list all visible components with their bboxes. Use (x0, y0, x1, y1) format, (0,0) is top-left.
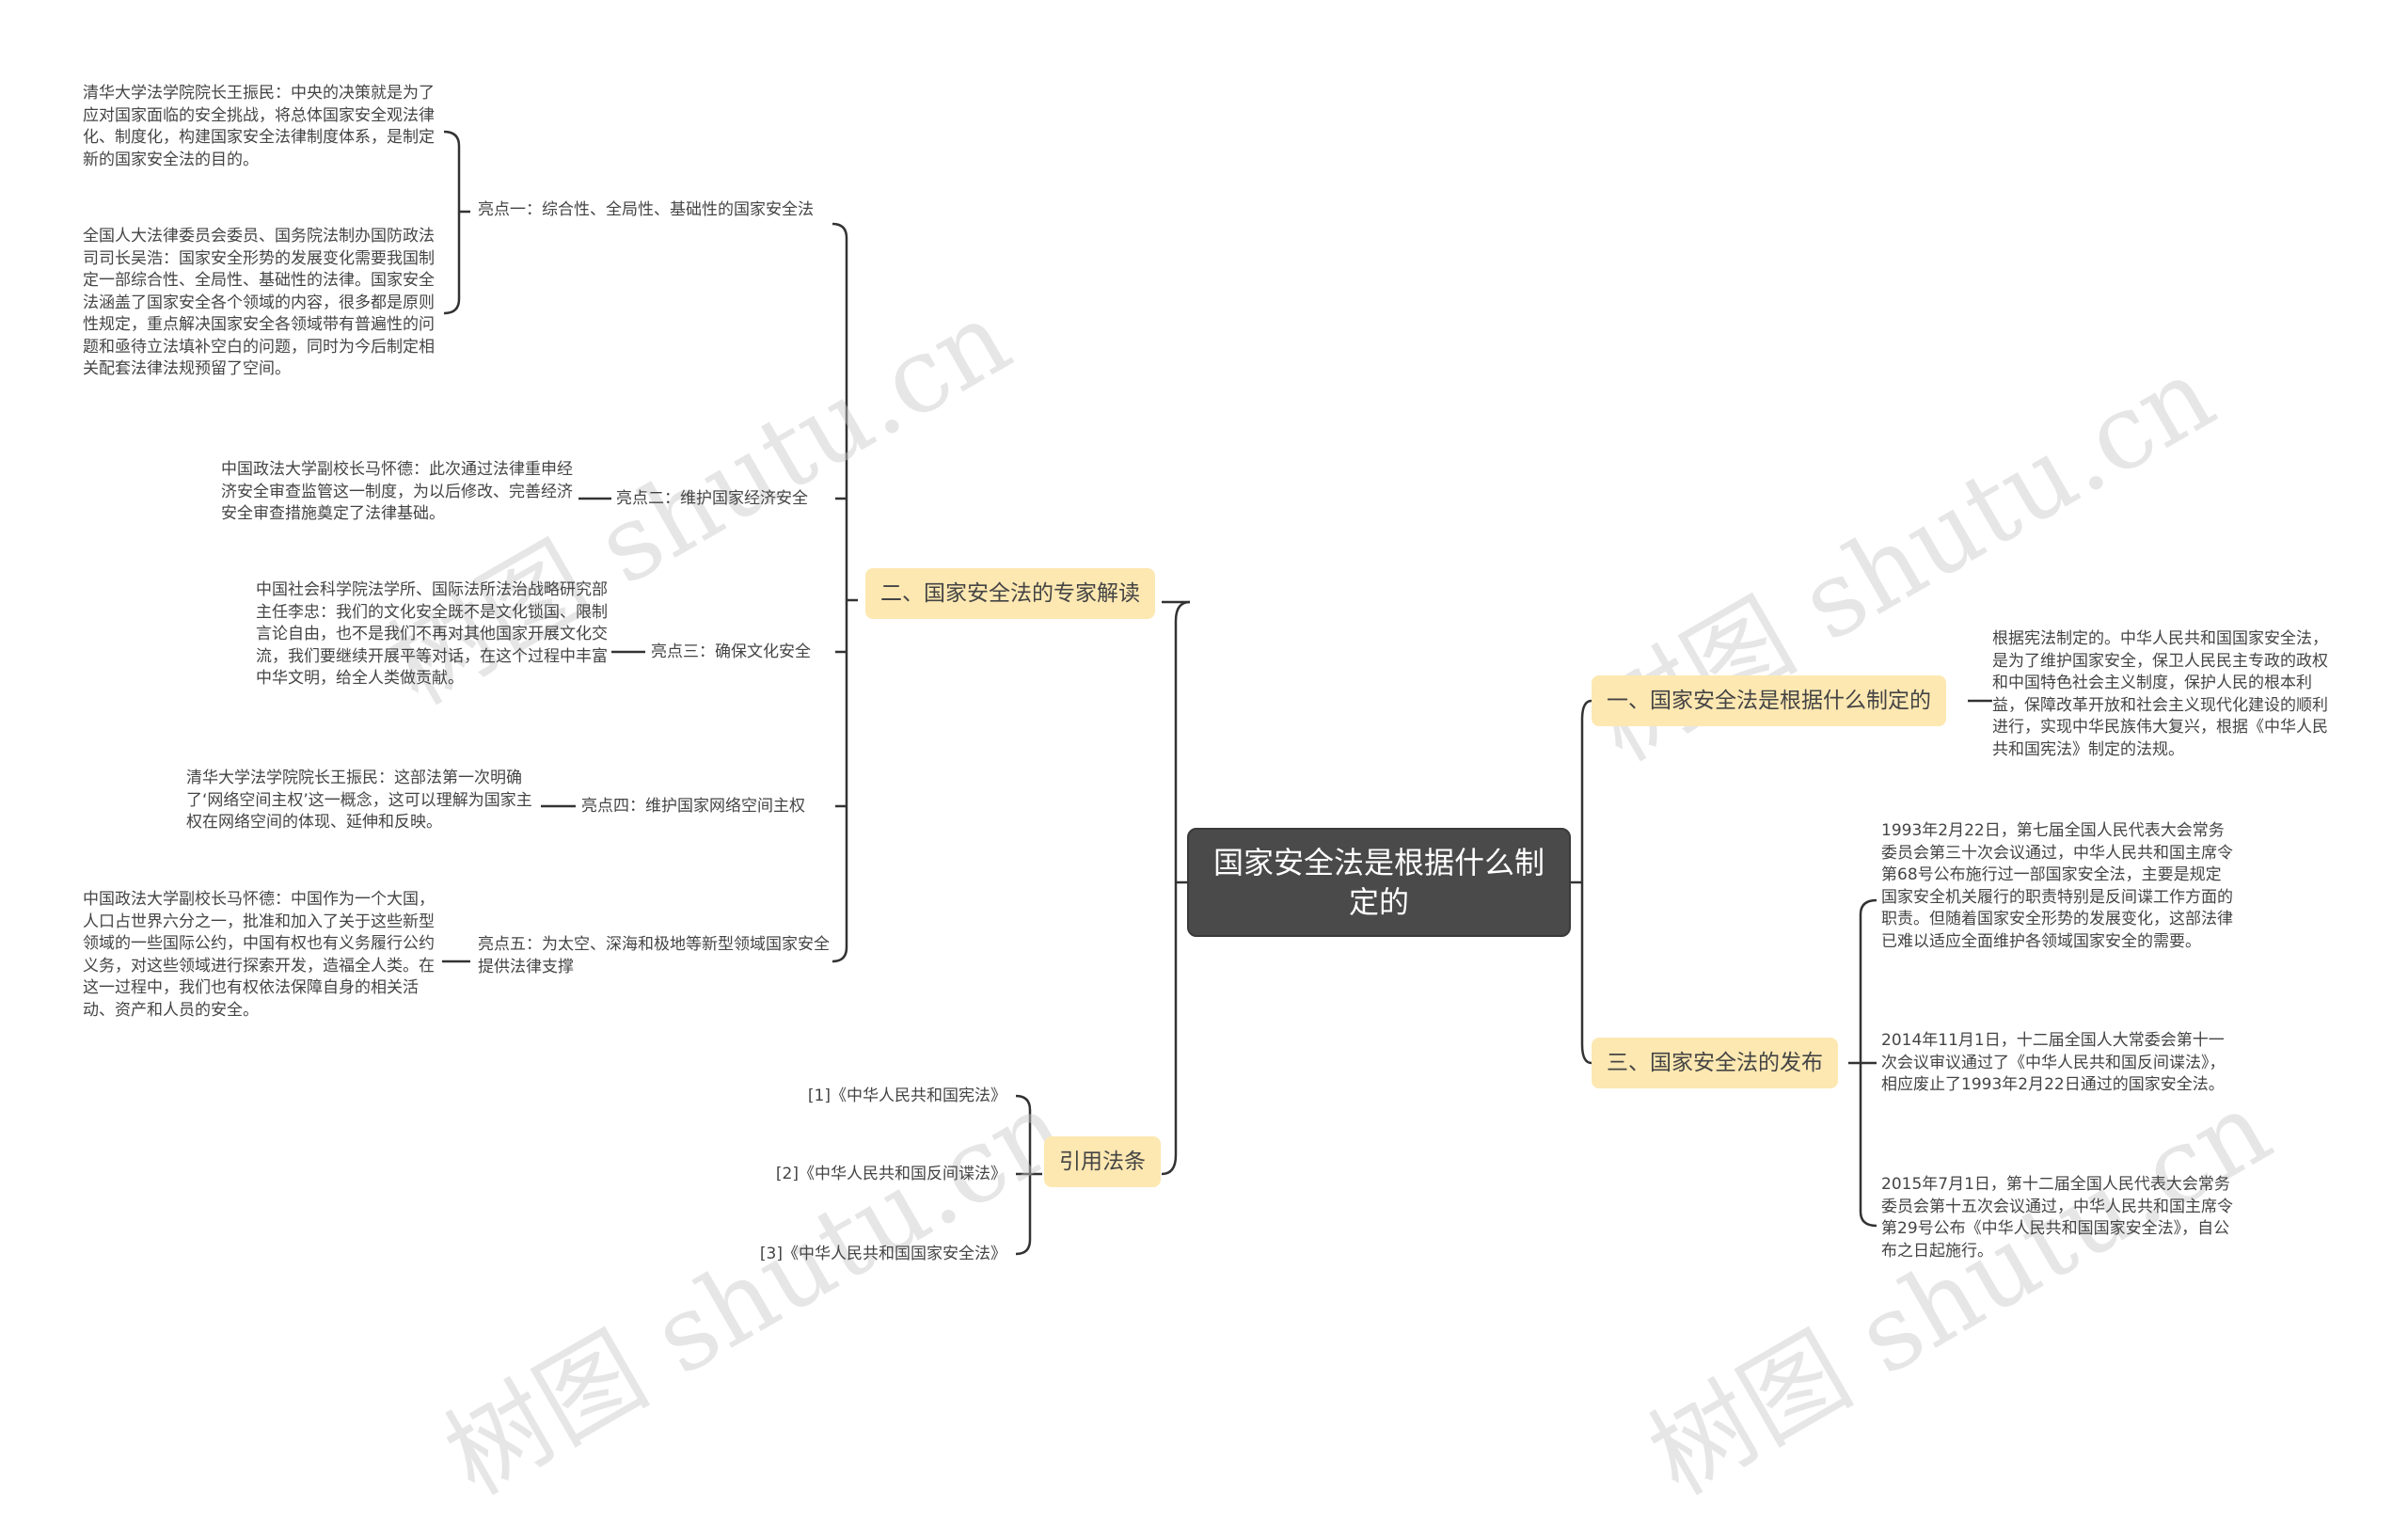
point-4-note: 清华大学法学院院长王振民：这部法第一次明确了‘网络空间主权’这一概念，这可以理解… (186, 769, 532, 832)
basis-note: 根据宪法制定的。中华人民共和国国家安全法，是为了维护国家安全，保卫人民民主专政的… (1992, 629, 2328, 759)
ref-3[interactable]: [3]《中华人民共和国国家安全法》 (759, 1245, 1006, 1263)
point-5[interactable]: 亮点五：为太空、深海和极地等新型领域国家安全提供法律支撑 (478, 935, 830, 976)
release-item-3: 2015年7月1日，第十二届全国人民代表大会常务委员会第十五次会议通过，中华人民… (1881, 1175, 2233, 1261)
release-item-1: 1993年2月22日，第七届全国人民代表大会常务委员会第三十次会议通过，中华人民… (1881, 821, 2233, 951)
point-2[interactable]: 亮点二：维护国家经济安全 (616, 489, 808, 508)
point-1-note-2: 全国人大法律委员会委员、国务院法制办国防政法司司长吴浩：国家安全形势的发展变化需… (83, 227, 435, 378)
connector-lines (442, 130, 1992, 1256)
branch-expert-interpretation[interactable]: 二、国家安全法的专家解读 (865, 568, 1155, 619)
point-3[interactable]: 亮点三：确保文化安全 (651, 643, 811, 661)
branch-release[interactable]: 三、国家安全法的发布 (1592, 1038, 1838, 1088)
point-5-note: 中国政法大学副校长马怀德：中国作为一个大国，人口占世界六分之一，批准和加入了关于… (83, 890, 435, 1020)
point-2-note: 中国政法大学副校长马怀德：此次通过法律重申经济安全审查监管这一制度，为以后修改、… (221, 460, 573, 523)
branch-legal-basis[interactable]: 一、国家安全法是根据什么制定的 (1592, 675, 1946, 726)
ref-1[interactable]: [1]《中华人民共和国宪法》 (807, 1087, 1006, 1105)
point-1-note-1: 清华大学法学院院长王振民：中央的决策就是为了应对国家面临的安全挑战，将总体国家安… (83, 84, 435, 169)
point-4[interactable]: 亮点四：维护国家网络空间主权 (581, 797, 805, 816)
ref-2[interactable]: [2]《中华人民共和国反间谍法》 (775, 1165, 1006, 1183)
root-topic[interactable]: 国家安全法是根据什么制定的 (1187, 828, 1571, 937)
point-3-note: 中国社会科学院法学所、国际法所法治战略研究部主任李忠：我们的文化安全既不是文化锁… (256, 580, 608, 688)
branch-cited-laws[interactable]: 引用法条 (1044, 1136, 1161, 1187)
point-1[interactable]: 亮点一：综合性、全局性、基础性的国家安全法 (478, 200, 814, 219)
release-item-2: 2014年11月1日，十二届全国人大常委会第十一次会议审议通过了《中华人民共和国… (1881, 1031, 2226, 1094)
